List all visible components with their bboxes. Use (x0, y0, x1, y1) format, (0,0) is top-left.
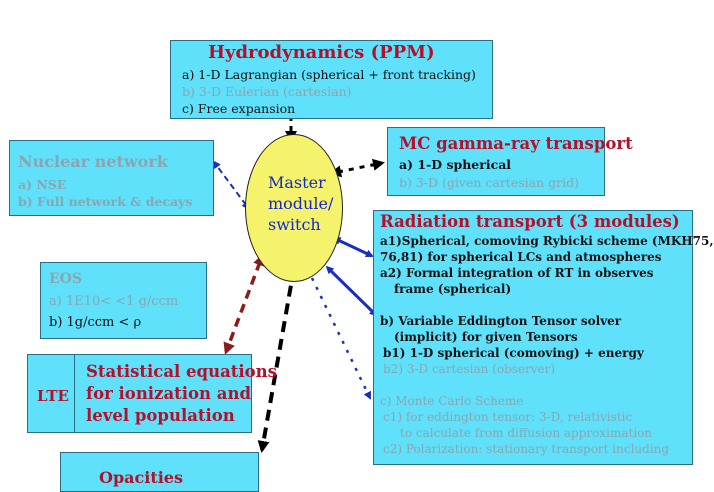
nuclear-network-box: Nuclear network a) NSE b) Full network &… (9, 140, 214, 216)
hydrodynamics-title: Hydrodynamics (PPM) (208, 42, 435, 63)
hydro-line-3: c) Free expansion (182, 101, 296, 116)
radiation-line-1: a1)Spherical, comoving Rybicki scheme (M… (380, 234, 714, 248)
master-line-1: Master (268, 173, 326, 192)
hydro-line-1: a) 1-D Lagrangian (spherical + front tra… (182, 67, 476, 82)
radiation-line-6: (implicit) for given Tensors (394, 330, 578, 344)
statistical-line-3: level population (86, 406, 235, 425)
master-line-2: module/ (268, 194, 334, 213)
opacities-box: Opacities (60, 452, 259, 492)
eos-line-1: a) 1E10< <1 g/ccm (49, 294, 179, 309)
arrow-master-statistical (223, 253, 265, 355)
radiation-line-9: c) Monte Carlo Scheme (380, 394, 524, 408)
arrow-master-nuclear (212, 160, 250, 210)
radiation-line-10: c1) for eddington tensor: 3-D, relativis… (383, 410, 633, 424)
arrow-master-radiation-1 (332, 237, 374, 258)
eos-box: EOS a) 1E10< <1 g/ccm b) 1g/ccm < ρ (40, 262, 207, 339)
radiation-line-12: c2) Polarization: stationary transport i… (383, 442, 670, 456)
lte-divider (74, 355, 75, 432)
nuclear-line-2: b) Full network & decays (18, 194, 193, 209)
radiation-line-4: frame (spherical) (394, 282, 512, 296)
mc-gamma-line-2: b) 3-D (given cartesian grid) (399, 175, 579, 190)
hydrodynamics-box: Hydrodynamics (PPM) a) 1-D Lagrangian (s… (170, 40, 493, 119)
mc-gamma-ray-box: MC gamma-ray transport a) 1-D spherical … (387, 127, 633, 196)
master-line-3: switch (268, 215, 321, 234)
eos-title: EOS (49, 271, 82, 287)
statistical-line-2: for ionization and (86, 384, 251, 403)
mc-gamma-line-1: a) 1-D spherical (399, 157, 512, 172)
nuclear-line-1: a) NSE (18, 177, 67, 192)
radiation-line-11: to calculate from diffusion approximatio… (400, 426, 653, 440)
arrow-master-mc-gamma (329, 158, 385, 178)
eos-line-2: b) 1g/ccm < ρ (49, 315, 142, 330)
hydro-line-2: b) 3-D Eulerian (cartesian) (182, 84, 352, 99)
arrow-master-radiation-2 (325, 265, 378, 317)
master-module-ellipse (245, 134, 343, 282)
radiation-line-5: b) Variable Eddington Tensor solver (380, 314, 622, 328)
mc-gamma-title: MC gamma-ray transport (399, 134, 633, 153)
radiation-line-7: b1) 1-D spherical (comoving) + energy (383, 346, 644, 360)
opacities-title: Opacities (99, 468, 183, 487)
statistical-line-1: Statistical equations (86, 362, 277, 381)
radiation-line-3: a2) Formal integration of RT in observes (380, 266, 654, 280)
lte-label: LTE (37, 387, 69, 405)
arrow-master-monte-carlo (310, 277, 372, 400)
master-module-label: Master module/ switch (268, 172, 333, 235)
statistical-equations-box: LTE Statistical equations for ionization… (27, 354, 277, 433)
arrow-master-opacities (257, 259, 300, 453)
nuclear-network-title: Nuclear network (18, 152, 168, 171)
radiation-line-2: 76,81) for spherical LCs and atmospheres (380, 250, 662, 264)
connection-arrows (212, 101, 385, 453)
radiation-transport-box: Radiation transport (3 modules) a1)Spher… (373, 210, 714, 465)
radiation-line-8: b2) 3-D cartesian (observer) (383, 362, 556, 376)
radiation-title: Radiation transport (3 modules) (380, 212, 680, 231)
